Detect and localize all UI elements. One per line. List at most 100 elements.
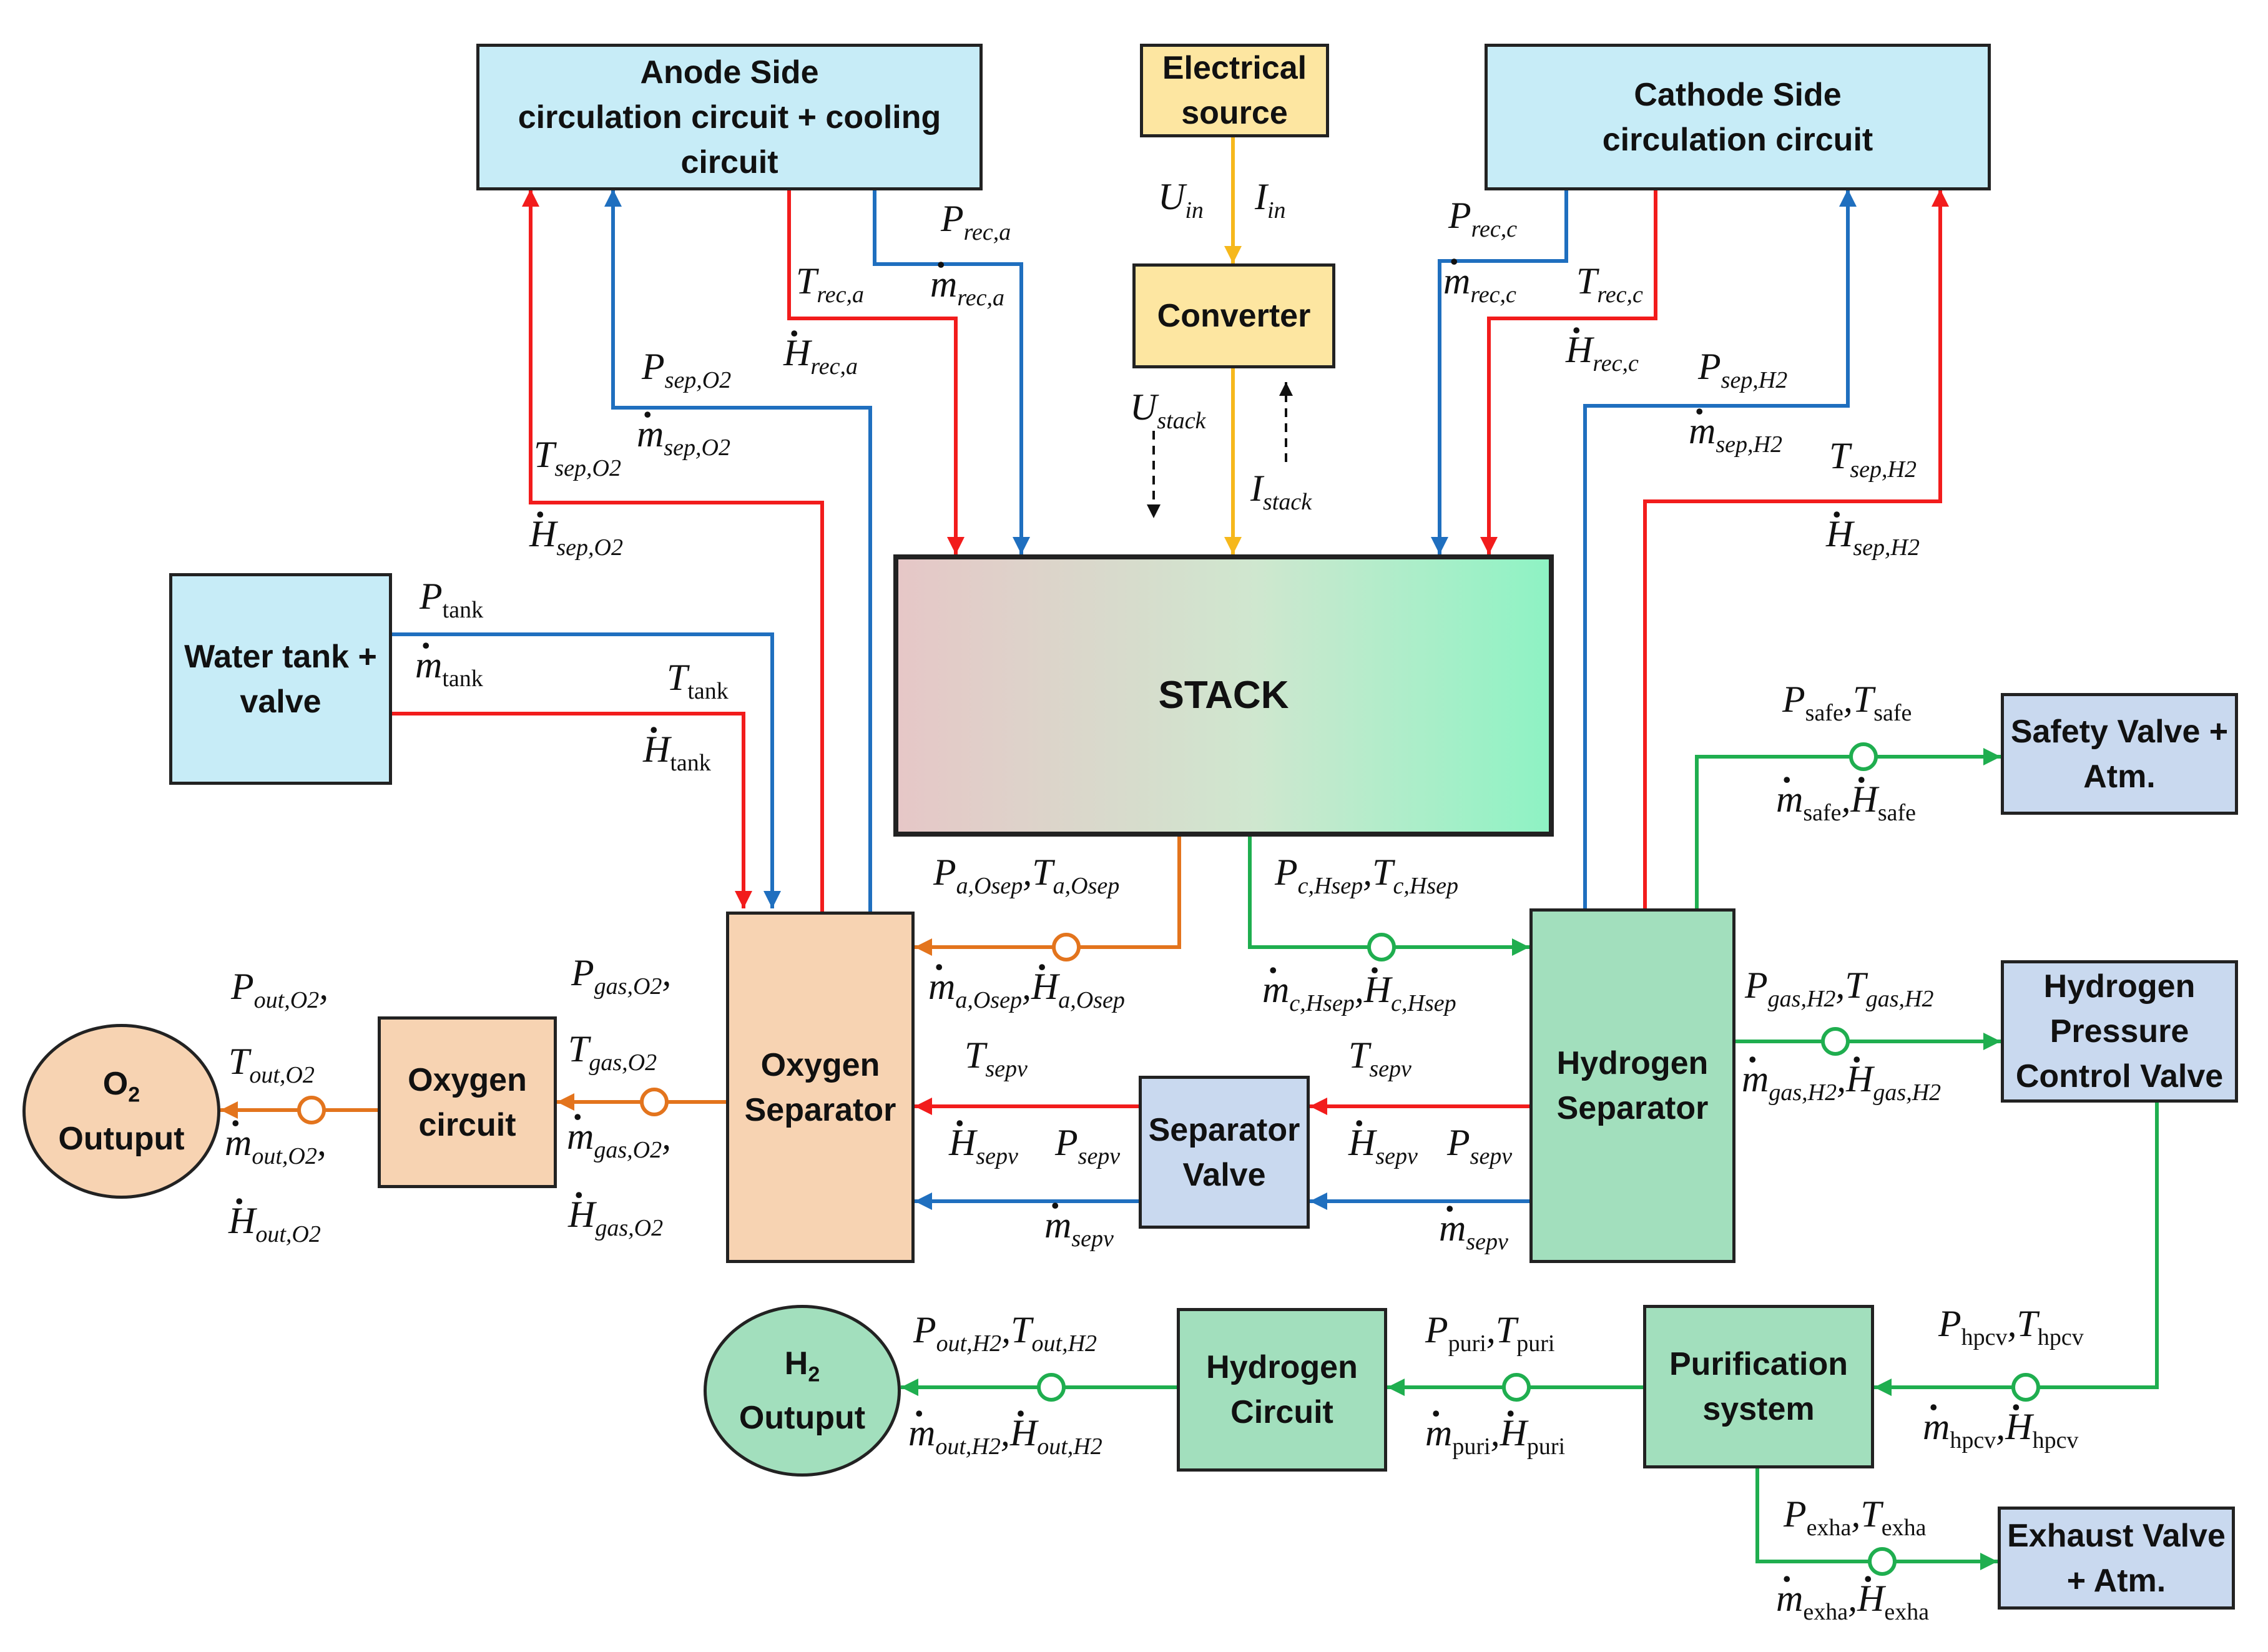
label-p-out-o2: Pout,O2, [231, 966, 329, 1013]
hydrogen-circuit-box: Hydrogen Circuit [1177, 1308, 1387, 1472]
label-t-out-o2: Tout,O2 [228, 1041, 315, 1088]
oxygen-circuit-label: Oxygen circuit [408, 1061, 527, 1143]
label-h-tank: Htank [643, 711, 711, 775]
label-m-out-o2: mout,O2, [225, 1104, 326, 1168]
oxygen-separator-label: Oxygen Separator [744, 1046, 896, 1128]
label-t-sep-o2: Tsep,O2 [534, 434, 621, 481]
label-mh-out-h2: mout,H2,Hout,H2 [908, 1395, 1102, 1458]
valve-circle-gas-o2 [640, 1088, 669, 1116]
label-pt-c-hsep: Pc,Hsep,Tc,Hsep [1275, 852, 1458, 899]
label-p-rec-a: Prec,a [941, 198, 1011, 245]
hydrogen-separator-box: Hydrogen Separator [1529, 908, 1735, 1263]
oxygen-separator-box: Oxygen Separator [726, 912, 915, 1263]
purification-system-box: Purification system [1643, 1305, 1874, 1468]
label-u-in: Uin [1158, 176, 1204, 224]
h2-output-ellipse: H2 Outuput [704, 1305, 901, 1477]
electrical-source-label: Electrical source [1162, 50, 1307, 131]
label-p-gas-o2: Pgas,O2, [571, 952, 672, 1000]
label-t-sep-h2: Tsep,H2 [1829, 435, 1917, 483]
label-pt-safe: Psafe,Tsafe [1782, 679, 1912, 726]
anode-sep-temp-line [522, 189, 824, 912]
safety-valve-label: Safety Valve + Atm. [2010, 713, 2229, 795]
label-mh-a-osep: ma,Osep,Ha,Osep [928, 948, 1125, 1012]
label-m-rec-a: mrec,a [930, 246, 1004, 310]
hpcv-box: Hydrogen Pressure Control Valve [2001, 960, 2238, 1103]
h2-subscript: 2 [808, 1362, 820, 1387]
label-t-tank: Ttank [667, 657, 729, 704]
h2-output-label: Outuput [739, 1400, 866, 1437]
label-m-rec-c: mrec,c [1443, 243, 1516, 307]
label-h-out-o2: Hout,O2 [228, 1182, 321, 1246]
label-mh-safe: msafe,Hsafe [1776, 761, 1916, 825]
label-p-sep-h2: Psep,H2 [1698, 346, 1788, 393]
label-h-rec-c: Hrec,c [1566, 312, 1639, 375]
label-p-sep-o2: Psep,O2 [642, 346, 732, 393]
label-p-tank: Ptank [420, 576, 484, 623]
label-h-rec-a: Hrec,a [783, 315, 858, 378]
exhaust-valve-box: Exhaust Valve + Atm. [1998, 1507, 2235, 1610]
cathode-circuit-box: Cathode Side circulation circuit [1485, 44, 1991, 190]
separator-valve-box: Separator Valve [1139, 1076, 1310, 1229]
stack-box: STACK [893, 554, 1554, 837]
label-i-stack: Istack [1250, 468, 1312, 515]
hpcv-to-purification-line [1874, 1103, 2159, 1396]
label-pt-a-osep: Pa,Osep,Ta,Osep [933, 852, 1120, 899]
valve-circle-gas-h2 [1821, 1027, 1850, 1056]
water-tank-label: Water tank + valve [184, 638, 377, 720]
valve-circle-a-osep [1052, 933, 1081, 961]
label-t-sepv-left: Tsepv [965, 1035, 1028, 1082]
label-p-rec-c: Prec,c [1448, 195, 1518, 242]
water-tank-box: Water tank + valve [169, 573, 392, 785]
hsep-to-safety-valve-line [1695, 748, 2001, 912]
electrical-source-box: Electrical source [1140, 44, 1329, 137]
label-mh-puri: mpuri,Hpuri [1425, 1395, 1565, 1458]
label-u-stack: Ustack [1130, 386, 1206, 434]
label-mh-exha: mexha,Hexha [1776, 1560, 1929, 1624]
stack-label: STACK [1158, 674, 1289, 717]
cathode-recirc-pressure-line [1431, 189, 1568, 554]
label-h-gas-o2: Hgas,O2 [568, 1176, 663, 1240]
stack-to-oxygen-separator-line [915, 837, 1181, 956]
label-t-rec-c: Trec,c [1576, 260, 1643, 308]
label-h-sepv-right: Hsepv [1348, 1104, 1418, 1168]
exhaust-valve-label: Exhaust Valve + Atm. [2007, 1517, 2226, 1599]
label-pt-hpcv: Phpcv,Thpcv [1938, 1303, 2084, 1350]
label-p-sepv-left: Psepv [1055, 1122, 1121, 1169]
cathode-sep-pressure-line [1583, 189, 1857, 912]
cathode-sep-temp-line [1643, 189, 1949, 912]
label-m-gas-o2: mgas,O2, [567, 1098, 671, 1162]
hydrogen-circuit-label: Hydrogen Circuit [1206, 1349, 1358, 1430]
anode-recirc-temp-line [787, 189, 965, 554]
label-mh-hpcv: mhpcv,Hhpcv [1923, 1389, 2078, 1452]
o2-output-ellipse: O2 Outuput [22, 1024, 220, 1199]
tank-pressure-line [392, 632, 781, 908]
tank-temp-line [392, 712, 752, 908]
o2-symbol: O [102, 1066, 129, 1103]
valve-circle-out-o2 [297, 1096, 326, 1124]
anode-circuit-label: Anode Side circulation circuit + cooling… [518, 54, 941, 180]
stack-to-hydrogen-separator-line [1248, 837, 1529, 956]
label-pt-gas-h2: Pgas,H2,Tgas,H2 [1745, 965, 1934, 1012]
valve-circle-out-h2 [1037, 1373, 1066, 1402]
h2-symbol: H [784, 1345, 808, 1382]
o2-subscript: 2 [128, 1083, 140, 1107]
label-mh-c-hsep: mc,Hsep,Hc,Hsep [1262, 951, 1456, 1015]
hpcv-label: Hydrogen Pressure Control Valve [2015, 968, 2224, 1094]
label-t-gas-o2: Tgas,O2 [568, 1028, 657, 1076]
label-pt-exha: Pexha,Texha [1784, 1493, 1927, 1541]
label-i-in: Iin [1255, 176, 1286, 224]
anode-sep-pressure-line [604, 189, 872, 912]
converter-label: Converter [1157, 298, 1311, 334]
label-t-sepv-right: Tsepv [1348, 1035, 1411, 1082]
separator-valve-label: Separator Valve [1148, 1111, 1300, 1193]
purification-to-exhaust-valve-line [1755, 1468, 1998, 1570]
o2-output-label: Outuput [58, 1120, 185, 1157]
oxygen-circuit-box: Oxygen circuit [378, 1016, 557, 1188]
label-h-sep-o2: Hsep,O2 [529, 496, 623, 559]
converter-box: Converter [1132, 263, 1335, 368]
safety-valve-box: Safety Valve + Atm. [2001, 693, 2238, 815]
hydrogen-separator-label: Hydrogen Separator [1556, 1045, 1709, 1126]
label-m-tank: mtank [415, 627, 483, 691]
